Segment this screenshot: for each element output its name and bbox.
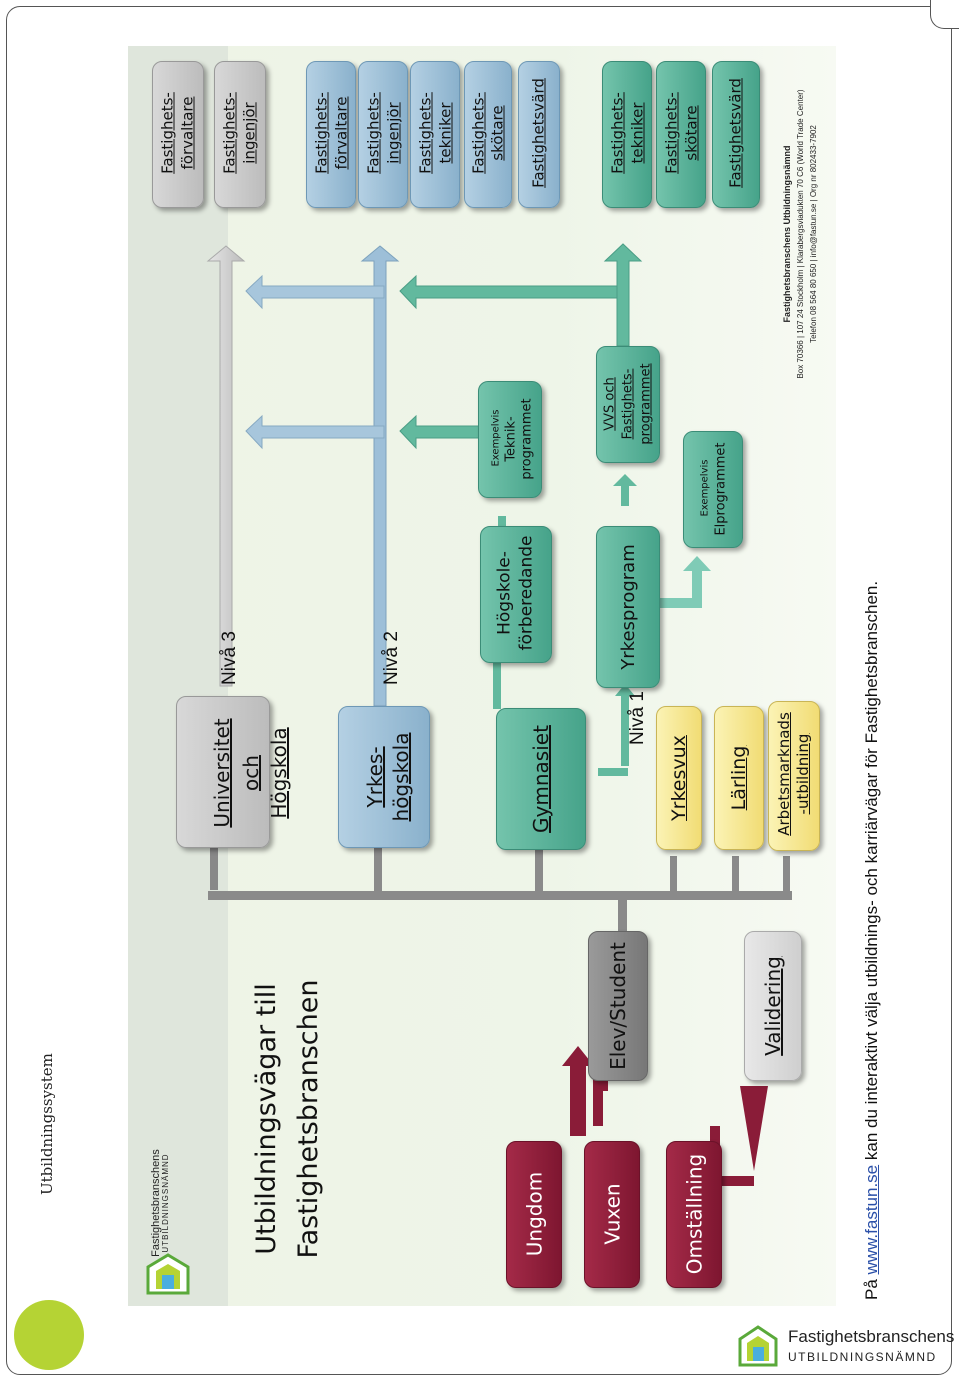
outcome-blue-skotare[interactable]: Fastighets- skötare (464, 61, 512, 208)
contact-line1: Fastighetsbranschens Utbildningsnämnd (782, 145, 792, 323)
outcome-teal-skotare[interactable]: Fastighets- skötare (656, 61, 706, 208)
poster-logo: Fastighetsbranschens UTBILDNINGSNÄMND (134, 1149, 196, 1304)
contact-line2: Box 70366 | 107 24 Stockholm | Klaraberg… (795, 89, 805, 379)
outcome-gray-ingenjor[interactable]: Fastighets- ingenjör (214, 61, 266, 208)
gymnasiet-box[interactable]: Gymnasiet (496, 708, 586, 850)
page-frame (6, 6, 952, 1375)
entry-ungdom[interactable]: Ungdom (506, 1141, 562, 1288)
poster-logo-line2: UTBILDNINGSNÄMND (160, 1153, 170, 1253)
poster-image: Fastighetsbranschens UTBILDNINGSNÄMND Ut… (128, 46, 836, 1306)
caption: På www.fastun.se kan du interaktivt välj… (862, 580, 881, 1300)
yrkeshogskola-box[interactable]: Yrkes- högskola (338, 706, 430, 848)
diagram-connectors (206, 243, 792, 1186)
elprogrammet-box[interactable]: Exempelvis Elprogrammet (683, 431, 743, 548)
entry-omstallning[interactable]: Omställning (666, 1141, 722, 1288)
yrkesprogram-box[interactable]: Yrkesprogram (596, 526, 660, 688)
niva2-label: Nivå 2 (381, 631, 402, 685)
outcome-blue-tekniker[interactable]: Fastighets- tekniker (410, 61, 460, 208)
fastun-link[interactable]: www.fastun.se (862, 1164, 881, 1275)
footer-logo-line1: Fastighetsbranschens (788, 1327, 955, 1346)
hogskoleforberedande-box[interactable]: Högskole- förberedande (480, 526, 552, 663)
arbetsmarknad-box[interactable]: Arbetsmarknads -utbildning (768, 701, 820, 851)
teknikprogrammet-box[interactable]: Exempelvis Teknik- programmet (478, 381, 542, 498)
outcome-teal-fastighetsvard[interactable]: Fastighetsvärd (712, 61, 760, 208)
footer-logo: Fastighetsbranschens UTBILDNINGSNÄMND (736, 1323, 954, 1371)
outcome-teal-tekniker[interactable]: Fastighets- tekniker (602, 61, 652, 208)
elev-student-box[interactable]: Elev/Student (588, 931, 648, 1081)
poster-title-line1: Utbildningsvägar till (250, 983, 282, 1255)
larling-box[interactable]: Lärling (714, 706, 764, 850)
yrkesvux-box[interactable]: Yrkesvux (656, 706, 702, 850)
niva1-label: Nivå 1 (627, 691, 648, 745)
footer-logo-line2: UTBILDNINGSNÄMND (788, 1350, 937, 1364)
validering-box[interactable]: Validering (744, 931, 802, 1081)
outcome-gray-forvaltare[interactable]: Fastighets- förvaltare (152, 61, 204, 208)
sidebar-label: Utbildningssystem (38, 1053, 56, 1195)
universitet-box[interactable]: Universitet och Högskola (176, 696, 291, 848)
contact-line3: Telefon 08 564 80 650 | info@fastun.se |… (808, 125, 818, 343)
poster-left-band (128, 46, 228, 1306)
niva3-label: Nivå 3 (219, 631, 240, 685)
gray-trunk (208, 891, 792, 900)
outcome-blue-forvaltare[interactable]: Fastighets- förvaltare (306, 61, 356, 208)
decorative-circle (14, 1300, 84, 1370)
vvs-fastighetsprogrammet-box[interactable]: VVS och Fastighets- programmet (596, 346, 660, 463)
entry-vuxen[interactable]: Vuxen (584, 1141, 640, 1288)
outcome-blue-fastighetsvard[interactable]: Fastighetsvärd (518, 61, 560, 208)
folded-corner (930, 0, 959, 29)
building-logo-icon (738, 1325, 778, 1367)
trunk-stub-universitet (210, 830, 218, 890)
building-logo-icon (146, 1253, 190, 1295)
poster-title-line2: Fastighetsbranschen (292, 979, 324, 1259)
outcome-blue-ingenjor[interactable]: Fastighets- ingenjör (358, 61, 408, 208)
